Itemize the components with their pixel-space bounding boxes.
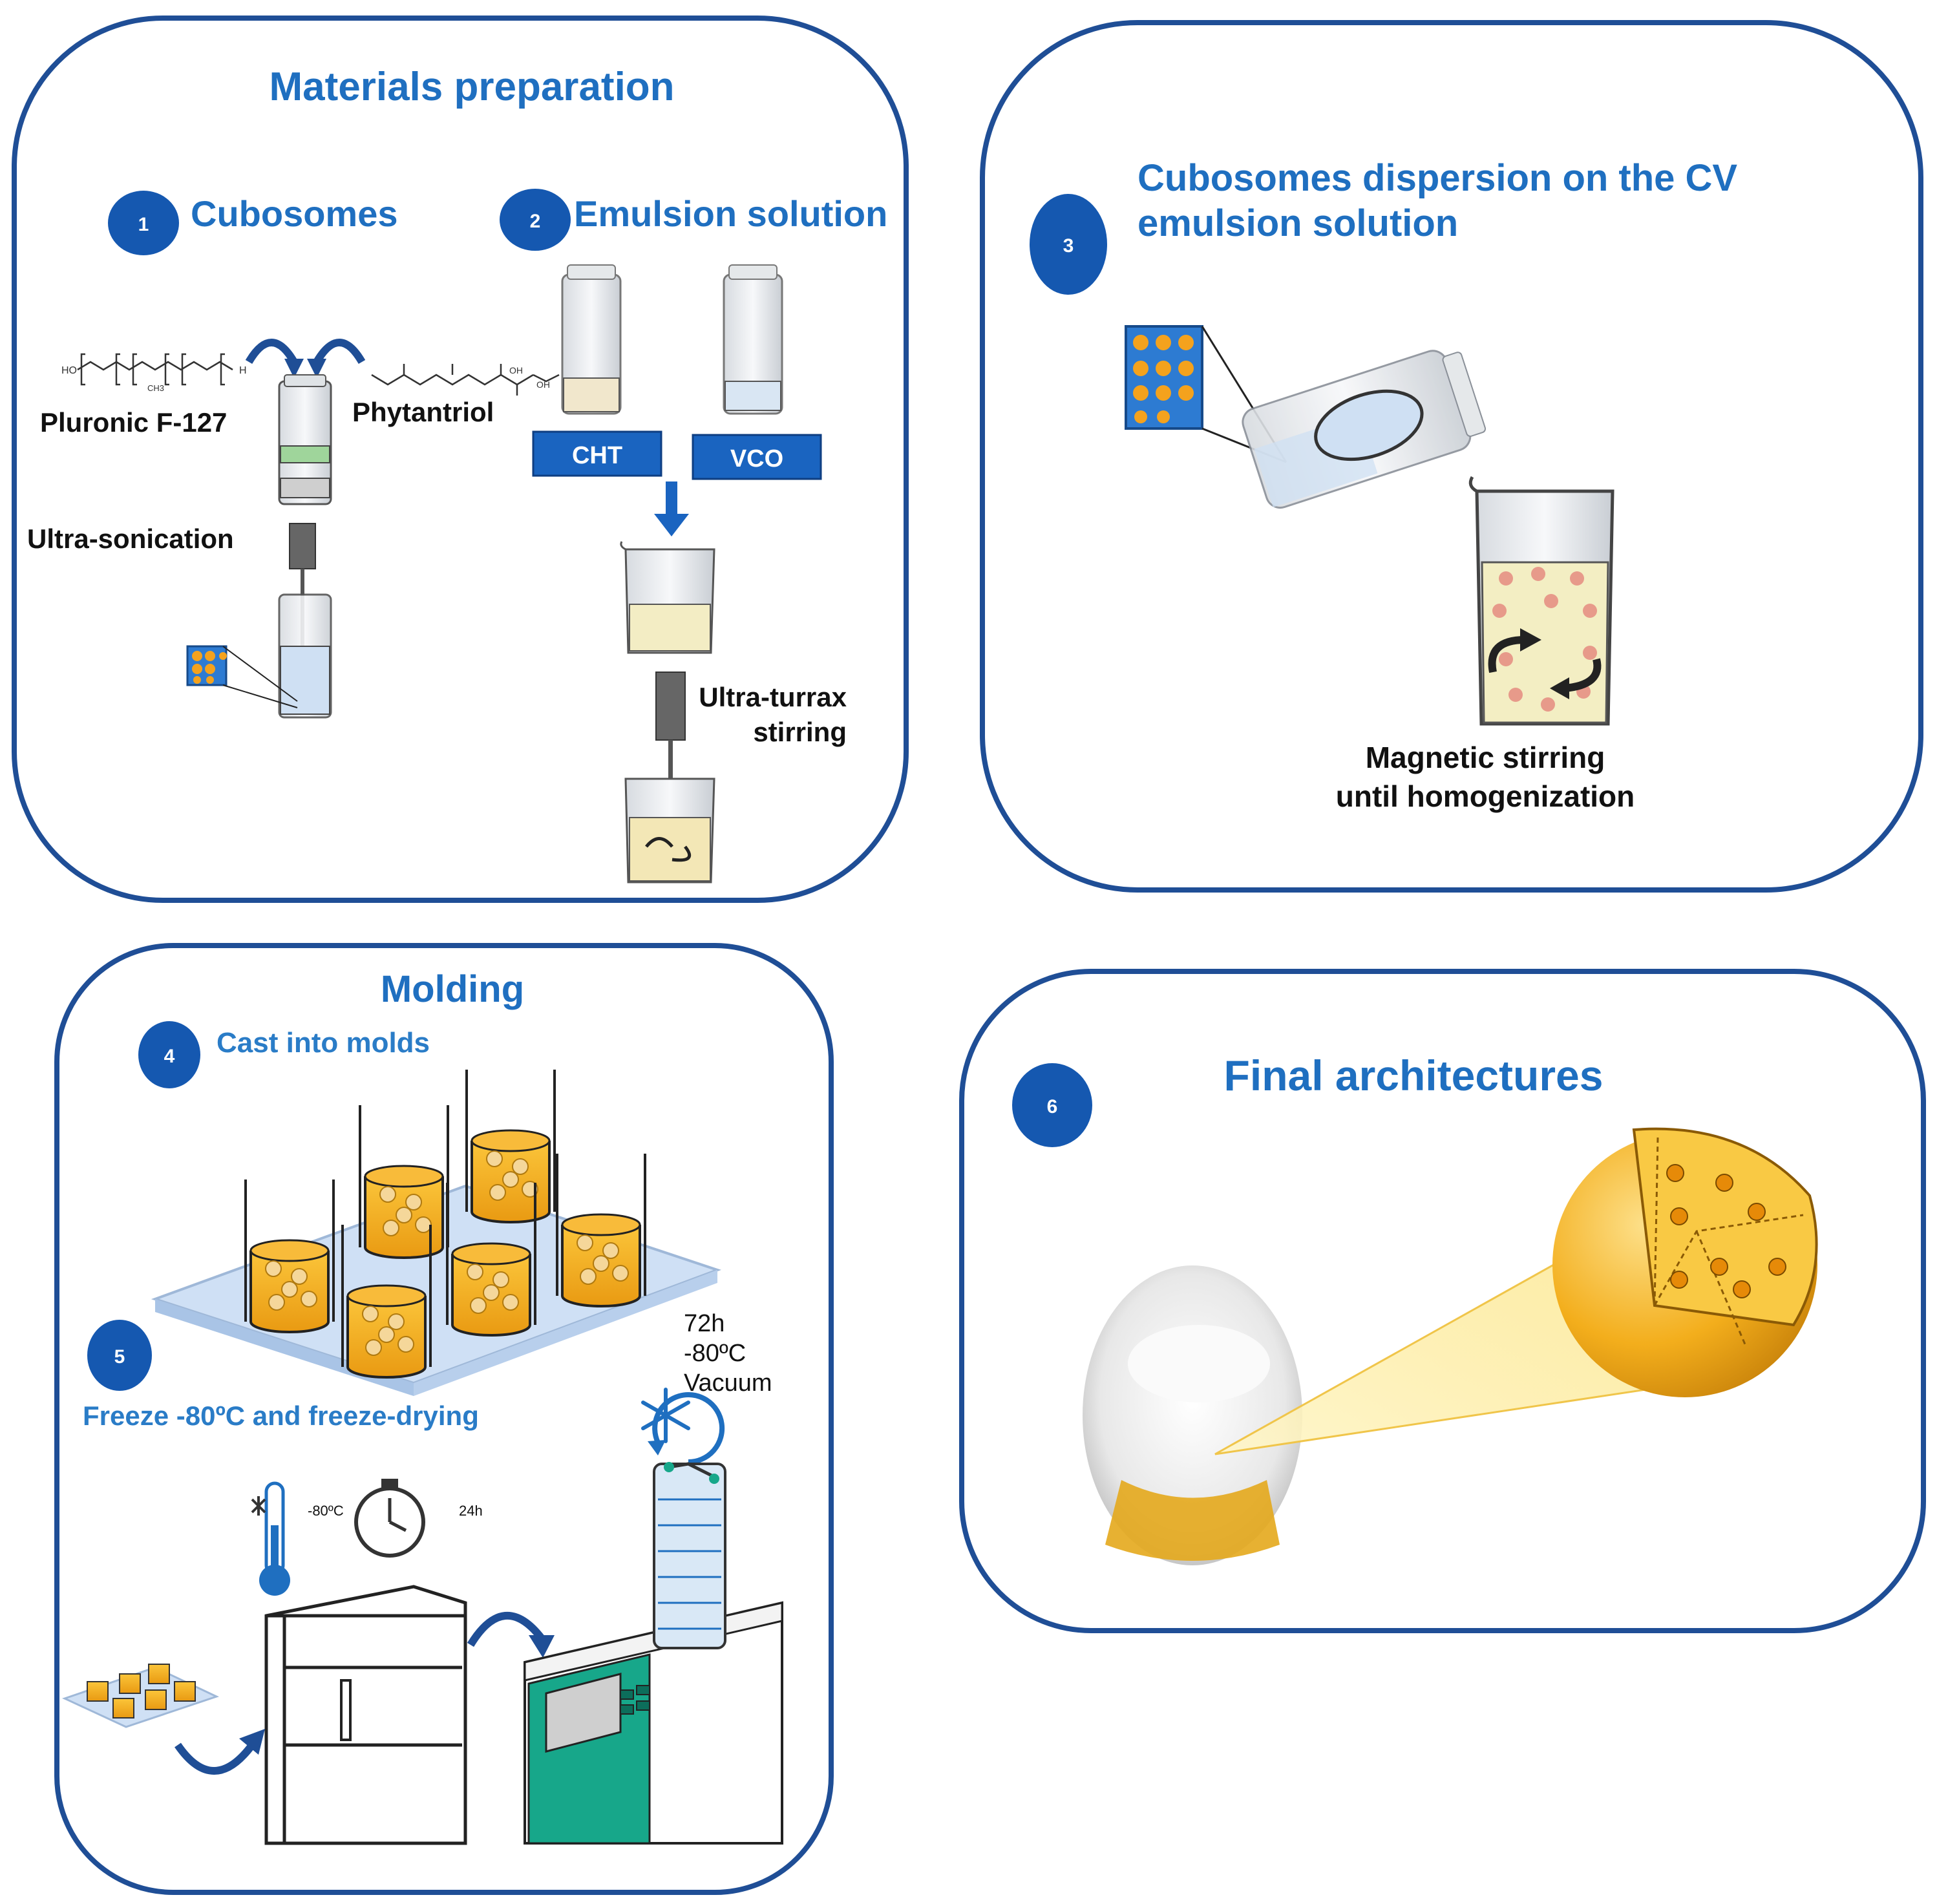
svg-text:5: 5	[114, 1346, 125, 1368]
down-arrow-icon	[654, 481, 689, 536]
step-2-label: Emulsion solution	[574, 193, 887, 234]
step-6-badge: 6	[1012, 1063, 1092, 1147]
panel-materials-preparation: Materials preparation 1 Cubosomes 2 Emul…	[12, 16, 909, 903]
panel-title-line1: Cubosomes dispersion on the CV	[1138, 157, 1737, 199]
svg-text:3: 3	[1063, 235, 1074, 257]
freezer-to-freezedryer-arrow	[467, 1611, 545, 1647]
cht-label: CHT	[572, 442, 622, 469]
freeze-dryer	[524, 1462, 783, 1845]
svg-text:HO: HO	[61, 365, 77, 376]
small-mold-tray	[61, 1664, 220, 1728]
ultrasonication-label: Ultra-sonication	[27, 524, 234, 554]
freezedry-temp: -80ºC	[684, 1340, 746, 1367]
step-4-badge: 4	[138, 1021, 200, 1088]
mixing-vial	[278, 374, 332, 505]
step-1-badge: 1	[108, 191, 179, 255]
panel-title: Molding	[381, 968, 524, 1010]
stirring-caption-line2: until homogenization	[1336, 779, 1635, 813]
freezer	[264, 1585, 467, 1845]
step-5-label: Freeze -80ºC and freeze-drying	[83, 1401, 479, 1431]
svg-text:OH: OH	[509, 365, 523, 376]
panel-final-architectures: 6 Final architectures	[959, 969, 1926, 1633]
freezedry-vacuum: Vacuum	[684, 1370, 772, 1397]
arrowhead-left	[284, 359, 304, 378]
cht-label-box	[532, 430, 662, 477]
emulsion-beaker	[620, 541, 715, 654]
scaffold-photo	[1083, 1265, 1302, 1565]
thermometer-icon	[251, 1481, 290, 1596]
svg-text:1: 1	[138, 214, 149, 235]
tilted-vial	[1242, 350, 1487, 509]
phytantriol-label: Phytantriol	[352, 397, 494, 427]
pluronic-structure: HO H CH3	[61, 353, 247, 393]
step-3-badge: 3	[1030, 194, 1107, 295]
arrowhead-right	[307, 359, 326, 378]
panel-title: Materials preparation	[269, 65, 674, 109]
freeze-cycle-icon	[641, 1388, 725, 1465]
porous-sphere	[1552, 1127, 1818, 1397]
svg-text:CH3: CH3	[147, 383, 164, 393]
turrax-label-line2: stirring	[753, 717, 847, 747]
panel-title-line2: emulsion solution	[1138, 202, 1458, 244]
tray-to-freezer-arrow	[175, 1742, 255, 1775]
step-1-label: Cubosomes	[191, 193, 398, 234]
cubosome-cluster-icon	[186, 645, 298, 708]
freeze-time-label: 24h	[459, 1503, 483, 1519]
stirring-beaker	[1468, 476, 1614, 726]
turrax-label-line1: Ultra-turrax	[699, 682, 847, 712]
panel-title: Final architectures	[1224, 1052, 1604, 1099]
cht-vial	[561, 264, 622, 415]
step-4-label: Cast into molds	[217, 1027, 430, 1059]
molds-group	[244, 1070, 646, 1379]
mold-5	[446, 1183, 536, 1337]
step-2-badge: 2	[500, 189, 571, 251]
merge-arrows-icon	[245, 339, 366, 365]
mold-1	[244, 1179, 335, 1333]
vco-vial	[723, 264, 783, 415]
step-5-badge: 5	[87, 1320, 152, 1391]
freezedry-time: 72h	[684, 1310, 725, 1337]
panel-molding: Molding 4 Cast into molds 5 Freeze -80ºC…	[54, 943, 834, 1895]
panel-border	[980, 20, 1923, 893]
svg-text:H: H	[239, 365, 247, 376]
mold-4	[341, 1225, 432, 1379]
pluronic-label: Pluronic F-127	[40, 407, 227, 438]
svg-text:4: 4	[164, 1046, 175, 1067]
stirring-caption-line1: Magnetic stirring	[1366, 741, 1605, 774]
vco-label-box	[692, 434, 822, 480]
mold-3	[465, 1070, 556, 1223]
panel-cubosomes-dispersion: 3 Cubosomes dispersion on the CV emulsio…	[980, 20, 1923, 893]
phytantriol-structure: OH OH	[371, 364, 560, 396]
sonicator	[278, 523, 332, 719]
stopwatch-icon	[354, 1479, 425, 1558]
freeze-temp-label: -80ºC	[308, 1503, 344, 1519]
ultra-turrax	[624, 672, 715, 883]
vco-label: VCO	[730, 445, 783, 472]
svg-text:OH: OH	[536, 379, 550, 390]
mold-6	[556, 1154, 646, 1307]
svg-text:6: 6	[1047, 1096, 1058, 1117]
svg-text:2: 2	[530, 211, 541, 232]
